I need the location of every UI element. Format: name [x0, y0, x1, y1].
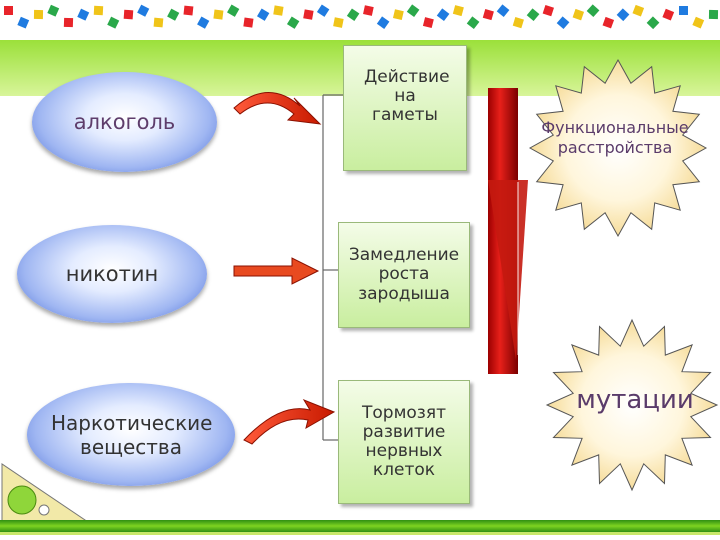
- cause-nicotine: никотин: [17, 225, 207, 323]
- footer-green-bar: [0, 520, 720, 532]
- set-square-icon: [1, 463, 90, 523]
- cube-deco: [392, 9, 404, 20]
- cube-deco: [496, 4, 510, 18]
- cube-deco: [333, 17, 344, 28]
- cube-deco: [436, 8, 450, 22]
- curved-arrow-icon: [243, 398, 336, 445]
- cube-deco: [452, 5, 464, 17]
- cube-deco: [346, 8, 360, 21]
- cube-deco: [227, 4, 240, 17]
- cube-deco: [422, 17, 434, 29]
- top-decorative-border: [0, 0, 720, 40]
- cube-deco: [708, 9, 719, 20]
- curved-arrow-icon: [233, 92, 322, 125]
- cube-deco: [646, 16, 660, 30]
- straight-arrow-icon: [233, 257, 320, 285]
- cube-deco: [17, 16, 30, 29]
- cube-deco: [197, 16, 210, 29]
- cube-deco: [256, 8, 270, 21]
- cube-deco: [77, 8, 90, 21]
- outcome-star-functional: [528, 58, 708, 238]
- effect-nerve-label: Тормозят развитие нервных клеток: [362, 402, 446, 481]
- effect-gametes-label: Действие на гаметы: [364, 67, 450, 126]
- star-burst-icon: [545, 318, 719, 492]
- cube-deco: [616, 8, 630, 22]
- effect-gametes-box: Действие на гаметы: [343, 45, 467, 171]
- cube-deco: [376, 16, 390, 29]
- cube-deco: [316, 4, 330, 17]
- cube-deco: [542, 4, 554, 17]
- cube-deco: [556, 16, 570, 30]
- cube-deco: [107, 16, 120, 29]
- effect-nerve-box: Тормозят развитие нервных клеток: [338, 380, 470, 504]
- cause-alcohol-label: алкоголь: [73, 110, 176, 134]
- effect-growth-box: Замедление роста зародыша: [338, 222, 470, 328]
- cube-deco: [632, 4, 645, 17]
- cube-deco: [137, 4, 150, 17]
- cause-drugs: Наркотические вещества: [27, 383, 235, 486]
- cube-deco: [4, 6, 13, 15]
- cube-deco: [213, 9, 224, 20]
- cube-deco: [183, 5, 194, 16]
- cause-nicotine-label: никотин: [65, 262, 159, 286]
- cube-deco: [153, 17, 164, 28]
- footer-thin-line: [0, 532, 720, 535]
- outcome-mutations-label: мутации: [576, 385, 694, 415]
- cube-deco: [572, 8, 585, 21]
- cube-deco: [243, 17, 254, 28]
- cause-alcohol: алкоголь: [32, 72, 217, 172]
- cube-deco: [662, 8, 675, 21]
- cube-deco: [482, 9, 494, 21]
- cause-drugs-label: Наркотические вещества: [51, 410, 213, 459]
- cube-deco: [63, 17, 74, 28]
- cube-deco: [526, 8, 540, 22]
- cube-deco: [512, 17, 524, 29]
- cube-deco: [167, 8, 180, 21]
- cube-deco: [679, 6, 688, 15]
- cube-deco: [466, 16, 480, 30]
- cube-deco: [47, 4, 60, 17]
- cube-deco: [33, 9, 44, 20]
- cube-deco: [602, 16, 615, 29]
- cube-border-icon: [4, 4, 719, 30]
- outcome-functional-label: Функциональные расстройства: [541, 118, 689, 157]
- cube-deco: [363, 5, 374, 16]
- cube-deco: [406, 4, 420, 17]
- cube-deco: [286, 16, 300, 29]
- cube-deco: [303, 9, 314, 20]
- red-arrow-head-icon: [488, 180, 528, 360]
- effect-growth-label: Замедление роста зародыша: [348, 245, 460, 304]
- cube-deco: [692, 16, 705, 29]
- star-burst-icon: [528, 58, 708, 238]
- outcome-star-mutations: [545, 318, 719, 492]
- cube-deco: [93, 5, 104, 16]
- cube-deco: [586, 4, 600, 18]
- cube-deco: [273, 5, 284, 16]
- cube-deco: [123, 9, 134, 20]
